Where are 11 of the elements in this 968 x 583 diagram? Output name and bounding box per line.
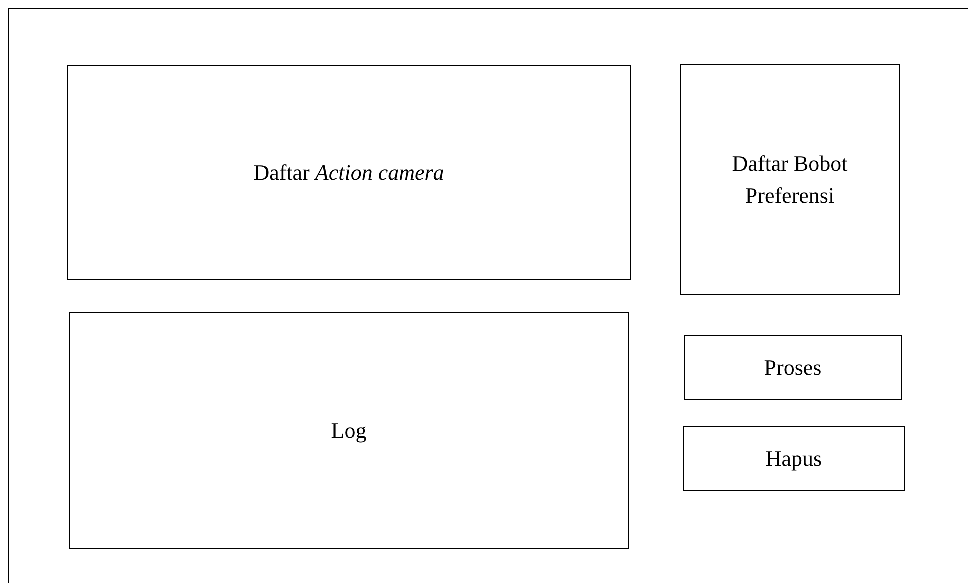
panel-label: Log <box>331 416 367 445</box>
panel <box>69 312 629 549</box>
action-panel <box>684 335 902 400</box>
panel-label: Hapus <box>766 444 822 473</box>
panel-label: Daftar Bobot Preferensi <box>731 150 849 210</box>
panel <box>67 65 631 280</box>
panel-label: Daftar Action camera <box>254 158 444 187</box>
panel-label: Proses <box>764 354 822 382</box>
panel <box>680 64 900 295</box>
action-panel <box>683 426 905 491</box>
screen-frame <box>8 8 968 583</box>
